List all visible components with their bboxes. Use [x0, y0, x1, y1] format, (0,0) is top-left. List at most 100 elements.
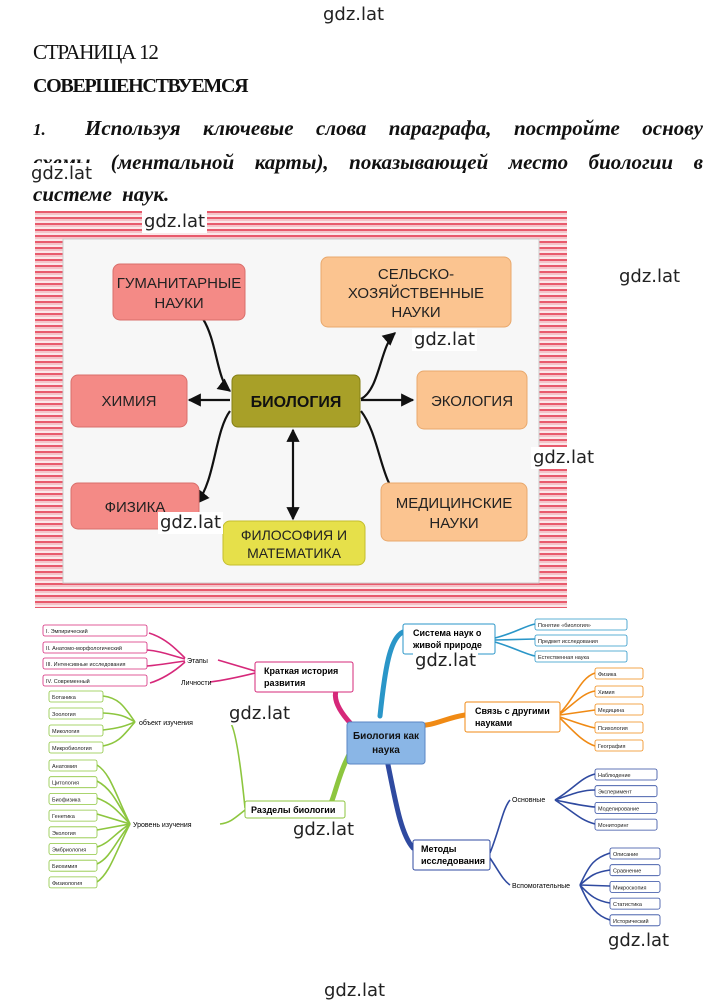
task-question: Используя ключевые слова параграфа, пост…	[33, 116, 703, 206]
stage-item: II. Анатомо-морфологический	[46, 645, 122, 652]
level-item-box	[48, 826, 98, 839]
level-item-box	[48, 843, 98, 855]
humanities-line2: НАУКИ	[154, 295, 203, 312]
level-item: Эмбриология	[52, 848, 86, 854]
system-item-box	[534, 634, 628, 647]
level-item: Экология	[52, 831, 76, 837]
basic-item-box	[594, 801, 658, 814]
aux-item: Исторический	[613, 918, 649, 925]
level-item-box	[48, 759, 98, 772]
links-item: Физика	[598, 672, 617, 678]
methods-line1: Методы	[421, 844, 457, 854]
stage-item: III. Интенсивные исследования	[46, 662, 126, 668]
basic-item: Моделирование	[598, 806, 639, 812]
basic-item-box	[594, 768, 658, 781]
watermark: gdz.lat	[606, 930, 672, 952]
watermark: gdz.lat	[142, 211, 208, 233]
aux-item: Описание	[613, 852, 638, 858]
object-item: Ботаника	[52, 695, 77, 701]
box-ecology: ЭКОЛОГИЯ	[416, 370, 528, 430]
biology-mind-map: Биология как наука Краткая история разви…	[42, 618, 661, 927]
links-item: Психология	[598, 726, 628, 732]
box-chemistry: ХИМИЯ	[70, 374, 188, 428]
box-medicine: МЕДИЦИНСКИЕ НАУКИ	[380, 482, 528, 542]
stage-item-box	[42, 674, 148, 687]
branch-history: Краткая история развития	[254, 661, 354, 693]
watermark: gdz.lat	[531, 447, 597, 469]
chemistry-label: ХИМИЯ	[102, 393, 157, 410]
stage-item-box	[42, 657, 148, 670]
biology-label: БИОЛОГИЯ	[251, 394, 342, 411]
center-line2: наука	[372, 745, 400, 756]
task-text: 1.Используя ключевые слова параграфа, по…	[33, 112, 703, 210]
basic-label: Основные	[512, 797, 545, 804]
aux-item: Микроскопия	[613, 885, 647, 891]
object-item-box	[48, 741, 104, 754]
history-line1: Краткая история	[264, 666, 338, 676]
box-philosophy: ФИЛОСОФИЯ И МАТЕМАТИКА	[222, 520, 366, 566]
aux-item: Статистика	[613, 902, 643, 908]
object-item-box	[48, 724, 104, 737]
aux-item: Сравнение	[613, 869, 641, 875]
links-item-box	[594, 739, 644, 752]
level-item-box	[48, 876, 98, 889]
aux-item-box	[609, 914, 661, 927]
system-item: Предмет исследования	[538, 639, 598, 645]
stage-item-box	[42, 641, 148, 654]
watermark: gdz.lat	[617, 266, 683, 288]
box-biology: БИОЛОГИЯ	[231, 374, 361, 428]
links-line2: науками	[475, 718, 512, 728]
watermark: gdz.lat	[413, 650, 479, 672]
links-item: Медицина	[598, 708, 625, 714]
system-item-box	[534, 650, 628, 663]
object-item-box	[48, 707, 104, 720]
history-line2: развития	[264, 678, 305, 688]
system-item-box	[534, 618, 628, 631]
watermark: gdz.lat	[291, 819, 357, 841]
watermark: gdz.lat	[412, 329, 478, 351]
links-line1: Связь с другими	[475, 706, 550, 716]
watermark: gdz.lat	[29, 163, 95, 185]
branch-system: Система наук о живой природе	[402, 623, 496, 655]
links-item-box	[594, 685, 644, 698]
aux-item-box	[609, 847, 661, 860]
watermark: gdz.lat	[158, 512, 224, 534]
level-item: Биофизика	[52, 797, 81, 803]
links-item-box	[594, 703, 644, 716]
links-item-box	[594, 721, 644, 734]
watermark: gdz.lat	[322, 980, 388, 1002]
branch-methods: Методы исследования	[412, 839, 491, 871]
stage-item: IV. Современный	[46, 678, 90, 685]
watermark: gdz.lat	[227, 703, 293, 725]
medicine-line2: НАУКИ	[429, 515, 478, 532]
agri-line1: СЕЛЬСКО-	[378, 266, 454, 283]
science-system-diagram: ГУМАНИТАРНЫЕ НАУКИ СЕЛЬСКО- ХОЗЯЙСТВЕННЫ…	[35, 211, 567, 608]
methods-line2: исследования	[421, 856, 485, 866]
object-item: Зоология	[52, 712, 76, 718]
basic-item-box	[594, 785, 658, 798]
level-label: Уровень изучения	[133, 822, 192, 829]
box-agricultural: СЕЛЬСКО- ХОЗЯЙСТВЕННЫЕ НАУКИ	[320, 256, 512, 328]
auxiliary-label: Вспомогательные	[512, 883, 570, 890]
level-item: Анатомия	[52, 764, 77, 770]
page-label: СТРАНИЦА 12	[33, 40, 159, 64]
system-item: Понятие «биология»	[538, 623, 591, 629]
level-item-box	[48, 809, 98, 822]
physics-label: ФИЗИКА	[105, 499, 166, 516]
ecology-label: ЭКОЛОГИЯ	[431, 393, 513, 410]
branch-links: Связь с другими науками	[464, 701, 561, 733]
basic-item: Наблюдение	[598, 773, 631, 779]
system-line1: Система наук о	[413, 628, 482, 638]
links-item-box	[594, 667, 644, 680]
agri-line2: ХОЗЯЙСТВЕННЫЕ	[348, 284, 484, 302]
level-item: Генетика	[52, 814, 76, 820]
stages-label: Этапы	[187, 658, 208, 665]
level-item: Физиология	[52, 881, 82, 887]
map-center: Биология как наука	[346, 721, 426, 765]
object-item-box	[48, 690, 104, 703]
system-item: Естественная наука	[538, 655, 590, 661]
links-item: География	[598, 744, 625, 750]
links-item: Химия	[598, 690, 615, 696]
persons-label: Личности	[181, 680, 212, 687]
